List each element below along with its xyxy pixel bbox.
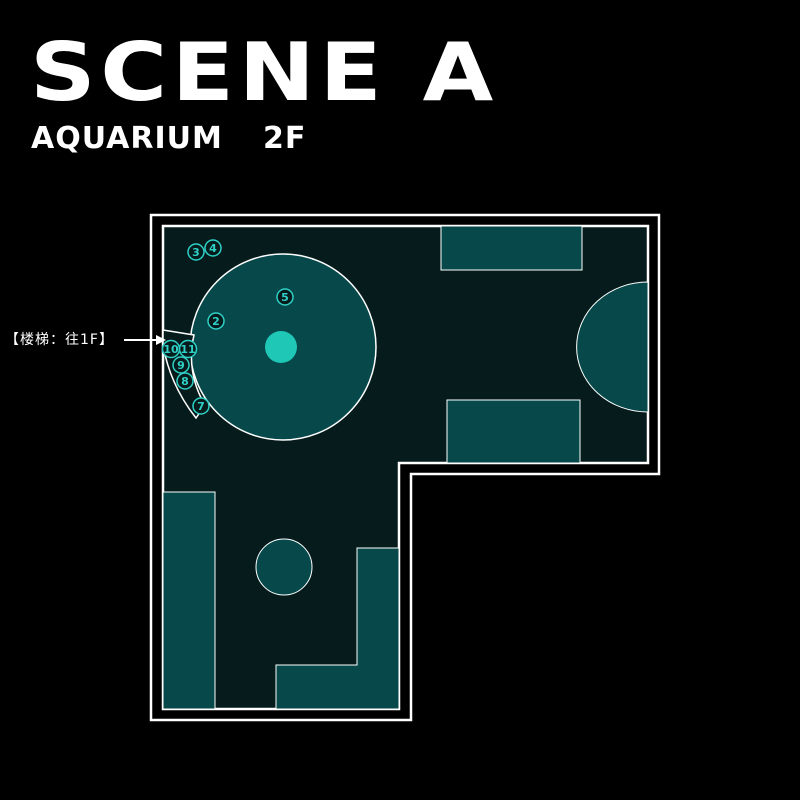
marker-2[interactable]: 2 [207,312,225,330]
tank-center-pillar [265,331,297,363]
marker-4[interactable]: 4 [204,239,222,257]
marker-3[interactable]: 3 [187,243,205,261]
marker-11-label: 11 [180,343,195,356]
stairs-label: 【楼梯：往1F】 [5,332,114,348]
marker-7[interactable]: 7 [192,397,210,415]
scene-subtitle: AQUARIUM 2F [31,121,305,156]
marker-2-label: 2 [212,315,220,328]
tank-half-circle [576,281,649,413]
stairs-arrow-head [156,335,166,345]
marker-5[interactable]: 5 [276,288,294,306]
marker-7-label: 7 [197,400,205,413]
marker-8[interactable]: 8 [176,372,194,390]
marker-11[interactable]: 11 [178,339,198,359]
tank-small-round [255,538,313,596]
marker-8-label: 8 [181,375,189,388]
marker-9[interactable]: 9 [172,356,190,374]
marker-9-label: 9 [177,359,185,372]
marker-4-label: 4 [209,242,217,255]
tank-l-shape [275,547,400,710]
location-name: AQUARIUM [31,121,223,156]
marker-10-label: 10 [163,343,179,356]
tank-left-tall [162,491,216,710]
marker-5-label: 5 [281,291,289,304]
scene-title: SCENE A [30,26,498,119]
marker-3-label: 3 [192,246,200,259]
marker-10[interactable]: 10 [161,339,181,359]
outer-wall [149,213,661,722]
tank-top-right [440,225,583,271]
tank-mid-right [446,399,581,464]
floor-label: 2F [263,121,307,156]
